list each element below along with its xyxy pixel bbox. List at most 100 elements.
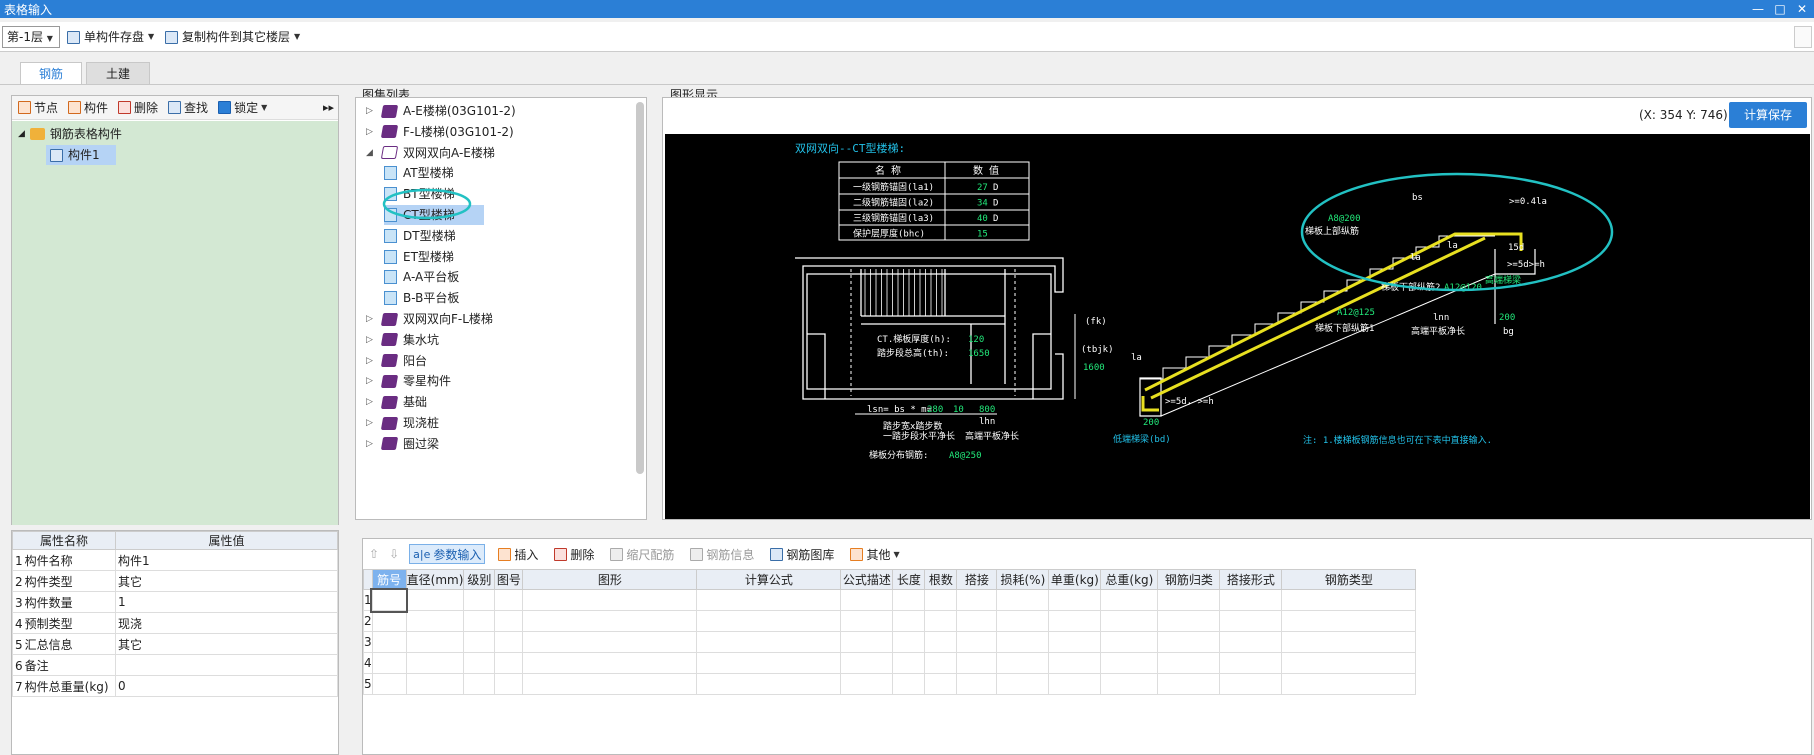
grid-cell[interactable] [1100, 652, 1159, 674]
grid-cell[interactable] [1100, 589, 1159, 611]
grid-cell[interactable] [1048, 631, 1102, 653]
grid-header[interactable]: 图形 [522, 569, 698, 590]
rebar-info-button[interactable]: 钢筋信息 [687, 544, 757, 564]
grid-cell[interactable] [892, 673, 926, 695]
grid-cell[interactable] [1281, 652, 1417, 674]
grid-cell[interactable] [405, 652, 465, 674]
grid-cell[interactable] [1157, 673, 1221, 695]
prop-value[interactable]: 构件1 [115, 549, 338, 571]
grid-cell[interactable] [371, 631, 407, 653]
prop-value[interactable]: 其它 [115, 633, 338, 655]
grid-cell[interactable] [696, 589, 842, 611]
grid-cell[interactable] [696, 673, 842, 695]
grid-cell[interactable] [956, 610, 998, 632]
tab-civil[interactable]: 土建 [86, 62, 150, 84]
grid-cell[interactable] [522, 673, 698, 695]
grid-header[interactable]: 钢筋类型 [1281, 569, 1417, 590]
grid-cell[interactable] [463, 652, 496, 674]
grid-cell[interactable] [405, 610, 465, 632]
maximize-icon[interactable]: □ [1774, 2, 1786, 16]
grid-header[interactable]: 钢筋归类 [1157, 569, 1221, 590]
grid-cell[interactable] [840, 610, 894, 632]
expand-icon[interactable]: ◢ [18, 129, 25, 139]
grid-header[interactable]: 筋号 [371, 569, 407, 590]
move-down-icon[interactable]: ⇩ [389, 547, 400, 561]
grid-cell[interactable] [924, 610, 958, 632]
atlas-item[interactable]: DT型楼梯 [384, 226, 456, 246]
expand-icon[interactable]: ▷ [366, 106, 373, 116]
grid-cell[interactable] [371, 652, 407, 674]
grid-cell[interactable] [522, 610, 698, 632]
expand-icon[interactable]: ▷ [366, 397, 373, 408]
grid-cell[interactable] [1281, 589, 1417, 611]
atlas-item[interactable]: ▷圈过梁 [366, 434, 439, 454]
grid-cell[interactable] [371, 673, 407, 695]
grid-cell[interactable] [1281, 610, 1417, 632]
grid-cell[interactable] [1100, 610, 1159, 632]
grid-cell[interactable] [405, 673, 465, 695]
component-button[interactable]: 构件 [68, 99, 108, 116]
expand-icon[interactable]: ▷ [366, 334, 373, 345]
node-button[interactable]: 节点 [18, 99, 58, 116]
grid-cell[interactable] [1281, 631, 1417, 653]
grid-cell[interactable] [1048, 652, 1102, 674]
grid-header[interactable]: 根数 [924, 569, 958, 590]
grid-cell[interactable] [996, 610, 1050, 632]
atlas-item[interactable]: ◢双网双向A-E楼梯 [366, 143, 495, 163]
grid-cell[interactable] [956, 673, 998, 695]
prop-value[interactable]: 1 [115, 591, 338, 613]
grid-cell[interactable] [1100, 673, 1159, 695]
calc-save-button[interactable]: 计算保存 [1729, 102, 1807, 128]
tree-item-component1[interactable]: 构件1 [46, 145, 116, 165]
expand-icon[interactable]: ▷ [366, 438, 373, 449]
grid-header[interactable]: 损耗(%) [996, 569, 1050, 590]
grid-cell[interactable] [405, 589, 465, 611]
scale-rebar-button[interactable]: 缩尺配筋 [607, 544, 677, 564]
grid-cell[interactable] [1219, 631, 1283, 653]
close-icon[interactable]: ✕ [1796, 2, 1808, 16]
grid-row[interactable]: 3 [363, 631, 1417, 653]
grid-cell[interactable] [1048, 589, 1102, 611]
atlas-item[interactable]: ▷阳台 [366, 351, 427, 371]
grid-cell[interactable] [696, 652, 842, 674]
grid-cell[interactable] [1048, 610, 1102, 632]
grid-cell[interactable] [463, 610, 496, 632]
prop-value[interactable] [115, 654, 338, 676]
grid-cell[interactable] [696, 610, 842, 632]
grid-cell[interactable] [1219, 589, 1283, 611]
grid-cell[interactable] [840, 673, 894, 695]
grid-cell[interactable] [840, 652, 894, 674]
grid-cell[interactable] [996, 652, 1050, 674]
expand-icon[interactable]: ▷ [366, 355, 373, 366]
grid-header[interactable]: 总重(kg) [1100, 569, 1159, 590]
grid-header[interactable]: 单重(kg) [1048, 569, 1102, 590]
expand-icon[interactable]: ▷ [366, 376, 373, 387]
atlas-item[interactable]: AT型楼梯 [384, 163, 454, 183]
grid-header[interactable]: 公式描述 [840, 569, 894, 590]
grid-cell[interactable] [996, 631, 1050, 653]
grid-cell[interactable] [494, 610, 524, 632]
grid-cell[interactable] [1219, 673, 1283, 695]
grid-cell[interactable] [892, 631, 926, 653]
grid-cell[interactable] [494, 589, 524, 611]
grid-cell[interactable] [956, 589, 998, 611]
rebar-library-button[interactable]: 钢筋图库 [767, 544, 837, 564]
atlas-item[interactable]: ▷零星构件 [366, 371, 451, 391]
grid-cell[interactable] [956, 652, 998, 674]
collapse-icon[interactable]: ◢ [366, 147, 373, 158]
atlas-item[interactable]: ET型楼梯 [384, 247, 454, 267]
grid-cell[interactable] [1157, 589, 1221, 611]
grid-header[interactable]: 计算公式 [696, 569, 842, 590]
grid-cell[interactable] [405, 631, 465, 653]
grid-cell[interactable] [924, 589, 958, 611]
copy-to-floor-button[interactable]: 复制构件到其它楼层▼ [162, 26, 303, 48]
grid-cell[interactable] [494, 631, 524, 653]
grid-cell[interactable] [1157, 631, 1221, 653]
prop-value[interactable]: 0 [115, 675, 338, 697]
